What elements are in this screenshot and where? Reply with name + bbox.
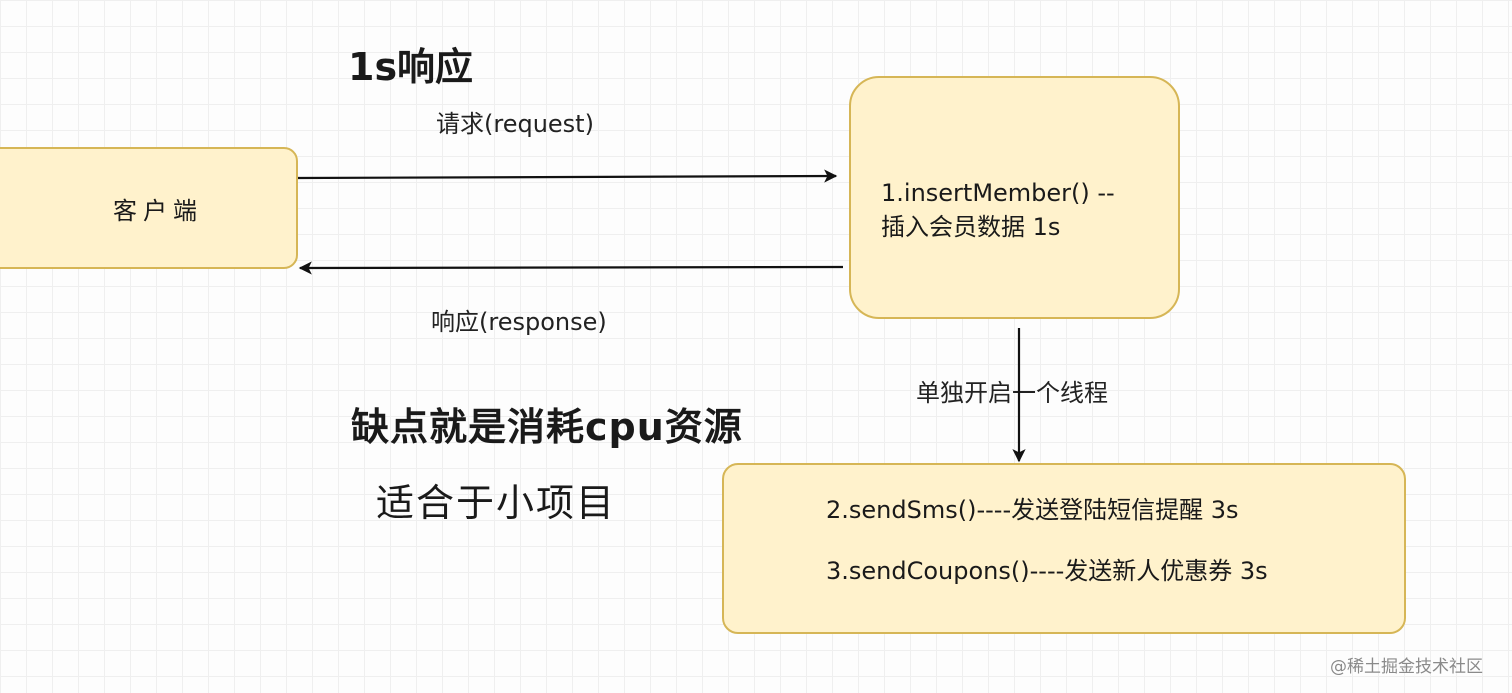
drawback-note: 缺点就是消耗cpu资源 <box>351 405 743 449</box>
suitable-note: 适合于小项目 <box>376 481 617 525</box>
thread-node[interactable]: 2.sendSms()----发送登陆短信提醒 3s 3.sendCoupons… <box>722 463 1406 634</box>
diagram-title: 1s响应 <box>348 45 474 89</box>
thread-label: 单独开启一个线程 <box>916 379 1108 407</box>
watermark: @稀土掘金技术社区 <box>1330 657 1483 677</box>
server-node[interactable]: 1.insertMember() -- 插入会员数据 1s <box>849 76 1180 319</box>
client-label: 客户端 <box>113 196 203 225</box>
server-line-2: 插入会员数据 1s <box>881 213 1061 241</box>
thread-line-1: 2.sendSms()----发送登陆短信提醒 3s <box>826 496 1239 524</box>
response-label: 响应(response) <box>431 308 607 336</box>
request-arrow <box>297 169 838 183</box>
response-arrow <box>298 261 844 275</box>
client-node[interactable]: 客户端 <box>0 147 298 269</box>
server-line-1: 1.insertMember() -- <box>881 179 1115 207</box>
thread-line-2: 3.sendCoupons()----发送新人优惠券 3s <box>826 557 1268 585</box>
request-label: 请求(request) <box>436 110 594 138</box>
